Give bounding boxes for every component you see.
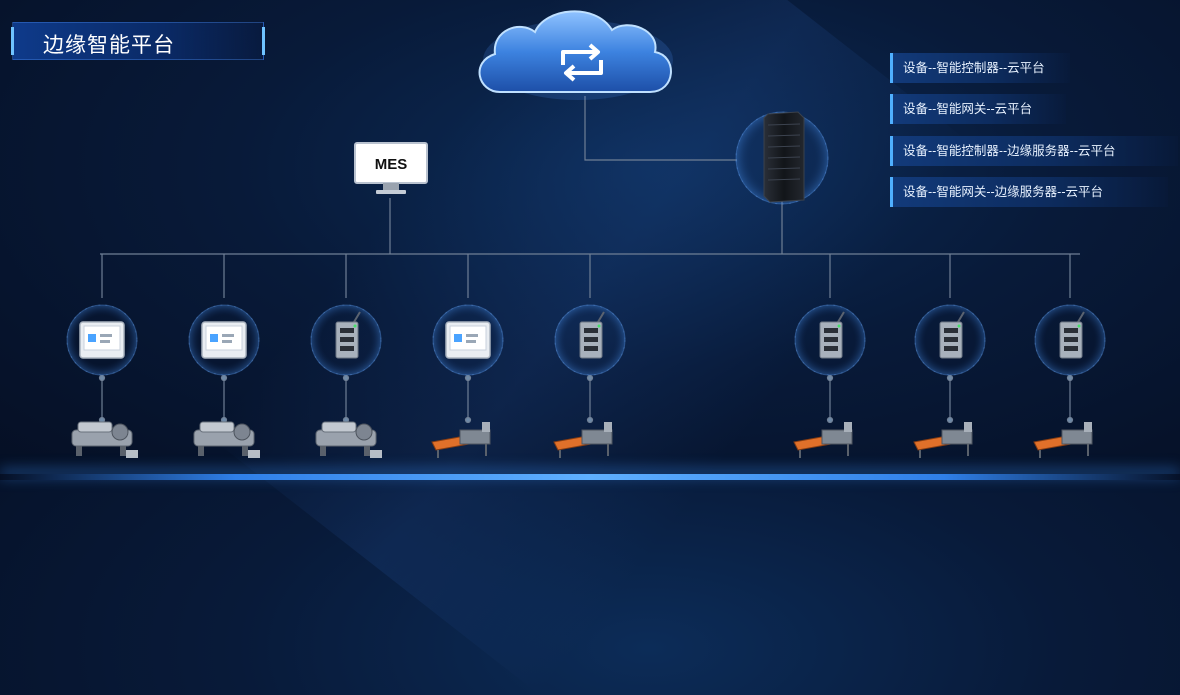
link-dot bbox=[946, 374, 954, 382]
industrial-machine bbox=[71, 421, 138, 458]
legend-item: 设备--智能控制器--边缘服务器--云平台 bbox=[890, 136, 1178, 166]
controller-panel-icon bbox=[79, 321, 125, 359]
gateway-icon bbox=[939, 311, 965, 359]
connection-lines bbox=[100, 96, 1080, 255]
conveyor-machine bbox=[431, 422, 491, 458]
link-dot bbox=[826, 416, 834, 424]
controller-node bbox=[66, 304, 138, 376]
machines bbox=[71, 421, 1093, 458]
gateway-icon bbox=[579, 311, 605, 359]
cloud-sync-icon bbox=[561, 43, 603, 82]
node-ring-dash bbox=[794, 304, 866, 376]
link-dot bbox=[342, 374, 350, 382]
conveyor-machine bbox=[913, 422, 973, 458]
industrial-machine bbox=[315, 421, 382, 458]
node-ring-dash bbox=[554, 304, 626, 376]
topology-diagram: MES bbox=[66, 10, 1106, 458]
cloud-icon bbox=[478, 10, 673, 100]
legend-item: 设备--智能控制器--云平台 bbox=[890, 53, 1070, 83]
node-ring-dash bbox=[188, 304, 260, 376]
gateway-node bbox=[794, 304, 866, 376]
controller-panel-icon bbox=[201, 321, 247, 359]
link-dot bbox=[98, 374, 106, 382]
controller-node bbox=[188, 304, 260, 376]
page-title: 边缘智能平台 bbox=[43, 34, 175, 57]
gateway-node bbox=[554, 304, 626, 376]
edge-server bbox=[735, 111, 829, 205]
cloud-server-link bbox=[584, 96, 737, 161]
conveyor-machine bbox=[553, 422, 613, 458]
gateway-icon bbox=[1059, 311, 1085, 359]
device-nodes bbox=[66, 304, 1106, 376]
link-dot bbox=[464, 374, 472, 382]
legend-item: 设备--智能网关--边缘服务器--云平台 bbox=[890, 177, 1168, 207]
legend-item: 设备--智能网关--云平台 bbox=[890, 94, 1066, 124]
link-dot bbox=[826, 374, 834, 382]
link-dot bbox=[1066, 416, 1074, 424]
bus-drop-lines bbox=[98, 254, 1074, 424]
title-bracket-right bbox=[262, 27, 265, 55]
page-title-box: 边缘智能平台 bbox=[11, 22, 265, 60]
link-dot bbox=[464, 416, 472, 424]
node-ring-dash bbox=[432, 304, 504, 376]
title-bracket-left bbox=[11, 27, 14, 55]
node-ring-dash bbox=[310, 304, 382, 376]
mes-monitor: MES bbox=[354, 142, 428, 194]
link-dot bbox=[586, 374, 594, 382]
link-dot bbox=[1066, 374, 1074, 382]
gateway-node bbox=[310, 304, 382, 376]
mes-label: MES bbox=[375, 156, 408, 173]
gateway-node bbox=[1034, 304, 1106, 376]
industrial-machine bbox=[193, 421, 260, 458]
link-dot bbox=[586, 416, 594, 424]
conveyor-machine bbox=[793, 422, 853, 458]
node-ring-dash bbox=[1034, 304, 1106, 376]
gateway-icon bbox=[819, 311, 845, 359]
node-ring-dash bbox=[914, 304, 986, 376]
server-icon bbox=[763, 111, 805, 203]
bottom-glow bbox=[0, 474, 1180, 480]
conveyor-machine bbox=[1033, 422, 1093, 458]
link-dot bbox=[220, 374, 228, 382]
controller-node bbox=[432, 304, 504, 376]
node-ring-dash bbox=[66, 304, 138, 376]
gateway-icon bbox=[335, 311, 361, 359]
gateway-node bbox=[914, 304, 986, 376]
controller-panel-icon bbox=[445, 321, 491, 359]
link-dot bbox=[946, 416, 954, 424]
